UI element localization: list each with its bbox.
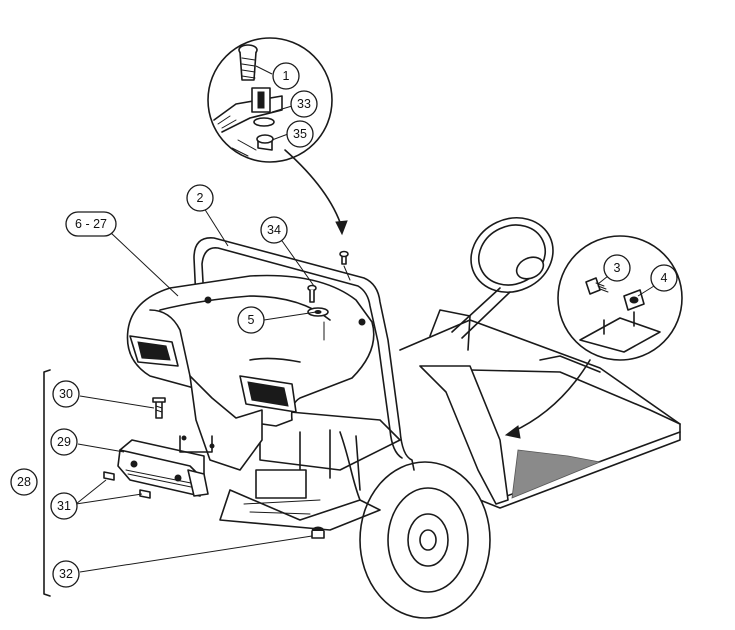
front-tire: [359, 461, 491, 619]
callout-28: 28: [10, 468, 38, 496]
cart-frame: [399, 309, 681, 509]
callout-34-label: 34: [267, 223, 281, 237]
callout-35: 35: [286, 120, 314, 148]
callout-30: 30: [52, 380, 80, 408]
callout-33-label: 33: [297, 97, 311, 111]
cowl-side-panel: [419, 365, 509, 505]
callout-6-27-label: 6 - 27: [75, 217, 107, 231]
callout-32: 32: [52, 560, 80, 588]
assembly-arrow-right: [511, 359, 591, 433]
bolt-30-part: [152, 397, 215, 453]
callout-35-label: 35: [293, 127, 307, 141]
callout-30-label: 30: [59, 387, 73, 401]
nut-32-part: [311, 526, 325, 539]
callout-2: 2: [186, 184, 214, 212]
callout-4-label: 4: [661, 271, 668, 285]
callout-6-27: 6 - 27: [65, 211, 117, 237]
callout-2-label: 2: [197, 191, 204, 205]
callout-31-label: 31: [57, 499, 71, 513]
steering-wheel: [451, 217, 554, 339]
callout-4: 4: [650, 264, 678, 292]
callout-32-label: 32: [59, 567, 73, 581]
callout-5: 5: [237, 306, 265, 334]
callout-34: 34: [260, 216, 288, 244]
assembly-arrow-top: [284, 149, 343, 229]
callout-3: 3: [603, 254, 631, 282]
callout-29: 29: [50, 428, 78, 456]
leader-lines: [75, 65, 655, 573]
screw-detail-inset: [557, 235, 683, 361]
callout-33: 33: [290, 90, 318, 118]
front-frame-loop: [193, 237, 415, 471]
callout-3-label: 3: [614, 261, 621, 275]
group-bracket-28: [43, 369, 51, 597]
front-cowl: [126, 274, 375, 471]
callout-28-label: 28: [17, 475, 31, 489]
callout-31: 31: [50, 492, 78, 520]
mounting-bracket: [103, 439, 209, 499]
callout-1: 1: [272, 62, 300, 90]
callout-29-label: 29: [57, 435, 71, 449]
callout-5-label: 5: [248, 313, 255, 327]
callout-1-label: 1: [283, 69, 290, 83]
